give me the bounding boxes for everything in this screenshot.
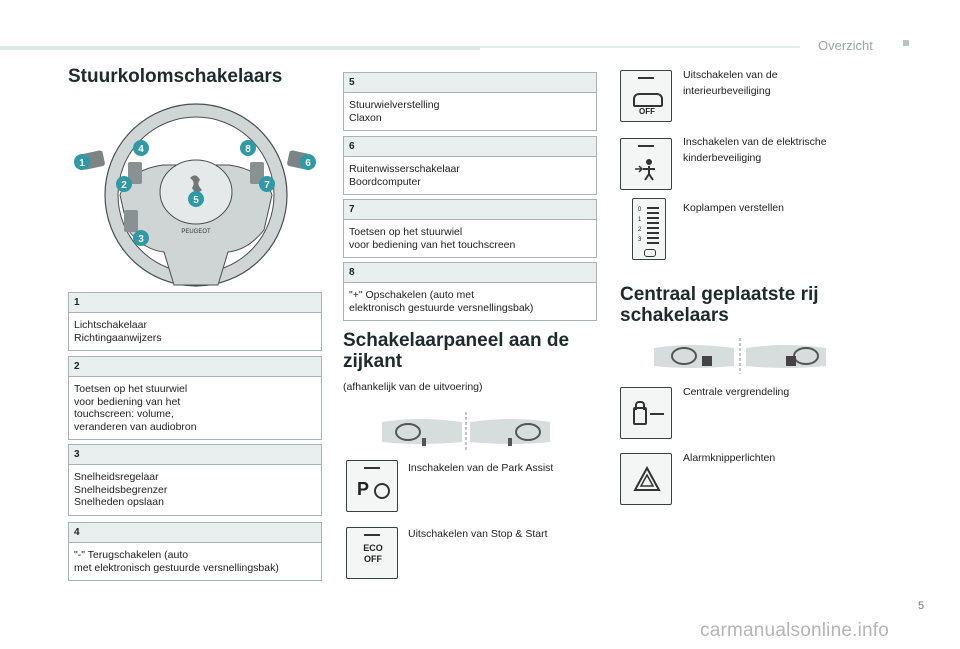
info-box-3: 3 Snelheidsregelaar Snelheidsbegrenzer S…	[68, 444, 322, 516]
callout-2: 2	[121, 180, 127, 191]
info-box-number: 8	[344, 263, 596, 283]
callout-1: 1	[79, 158, 85, 169]
section-title: Overzicht	[818, 38, 873, 53]
info-box-8: 8 "+" Opschakelen (auto met elektronisch…	[343, 262, 597, 321]
info-box-1: 1 Lichtschakelaar Richtingaanwijzers	[68, 292, 322, 351]
callout-6: 6	[305, 158, 311, 169]
interior-protection-label: Uitschakelen van de interieurbeveiliging	[683, 69, 778, 97]
info-box-7: 7 Toetsen op het stuurwiel voor bedienin…	[343, 199, 597, 258]
stop-start-switch[interactable]: ECO OFF	[346, 527, 398, 579]
park-assist-switch[interactable]: P	[346, 460, 398, 512]
info-box-2: 2 Toetsen op het stuurwiel voor bedienin…	[68, 356, 322, 440]
info-box-number: 2	[69, 357, 321, 377]
dashboard-position-illustration	[382, 412, 550, 452]
info-box-number: 5	[344, 73, 596, 93]
page-number: 5	[918, 600, 925, 612]
headlamp-adjust-label: Koplampen verstellen	[683, 202, 784, 214]
park-assist-label: Inschakelen van de Park Assist	[408, 462, 554, 474]
alarm-off-icon: OFF	[639, 107, 655, 116]
info-box-number: 1	[69, 293, 321, 313]
callout-4: 4	[138, 144, 144, 155]
steering-wheel-illustration: PEUGEOT 1 4 2 8 7 6 5 3	[74, 103, 316, 287]
park-assist-icon: P	[357, 479, 370, 499]
info-box-text: Lichtschakelaar Richtingaanwijzers	[74, 319, 162, 344]
info-box-4: 4 "-" Terugschakelen (auto met elektroni…	[68, 522, 322, 581]
central-lock-icon	[635, 401, 645, 410]
info-box-text: Stuurwielverstelling Claxon	[349, 99, 440, 124]
interior-protection-switch[interactable]: OFF	[620, 70, 672, 122]
steering-title: Stuurkolomschakelaars	[68, 66, 283, 87]
stop-start-label: Uitschakelen van Stop & Start	[408, 528, 548, 540]
info-box-text: Ruitenwisserschakelaar Boordcomputer	[349, 163, 460, 188]
side-panel-title: Schakelaarpaneel aan de zijkant	[343, 330, 570, 372]
info-box-number: 4	[69, 523, 321, 543]
central-lock-switch[interactable]	[620, 387, 672, 439]
callout-3: 3	[138, 234, 144, 245]
info-box-5: 5 Stuurwielverstelling Claxon	[343, 72, 597, 131]
child-lock-switch[interactable]	[620, 138, 672, 190]
child-lock-label: Inschakelen van de elektrische kinderbev…	[683, 136, 827, 164]
header-bar-thin	[480, 46, 800, 48]
side-panel-note: (afhankelijk van de uitvoering)	[343, 381, 483, 393]
central-switches-title: Centraal geplaatste rij schakelaars	[620, 284, 819, 326]
eco-off-icon: ECO OFF	[363, 543, 383, 564]
info-box-number: 3	[69, 445, 321, 465]
callout-8: 8	[245, 144, 251, 155]
info-box-number: 6	[344, 137, 596, 157]
info-box-number: 7	[344, 200, 596, 220]
info-box-6: 6 Ruitenwisserschakelaar Boordcomputer	[343, 136, 597, 195]
brand-logo-text: PEUGEOT	[181, 229, 211, 235]
info-box-text: Toetsen op het stuurwiel voor bediening …	[74, 383, 197, 433]
callout-5: 5	[193, 195, 199, 206]
header-bar	[0, 46, 480, 50]
info-box-text: "-" Terugschakelen (auto met elektronisc…	[74, 549, 279, 574]
headlamp-adjust-icon: 0 1 2 3	[638, 207, 642, 243]
info-box-text: Toetsen op het stuurwiel voor bediening …	[349, 226, 516, 251]
hazard-label: Alarmknipperlichten	[683, 452, 776, 464]
info-box-text: Snelheidsregelaar Snelheidsbegrenzer Sne…	[74, 471, 168, 508]
headlamp-adjust-switch[interactable]: 0 1 2 3	[632, 198, 666, 260]
section-marker	[903, 40, 909, 46]
central-console-illustration	[654, 338, 826, 374]
child-lock-icon	[635, 159, 655, 181]
hazard-icon	[633, 466, 661, 491]
callout-7: 7	[264, 180, 270, 191]
info-box-text: "+" Opschakelen (auto met elektronisch g…	[349, 289, 534, 314]
hazard-switch[interactable]	[620, 453, 672, 505]
watermark: carmanualsonline.info	[700, 620, 890, 641]
central-lock-label: Centrale vergrendeling	[683, 386, 790, 398]
